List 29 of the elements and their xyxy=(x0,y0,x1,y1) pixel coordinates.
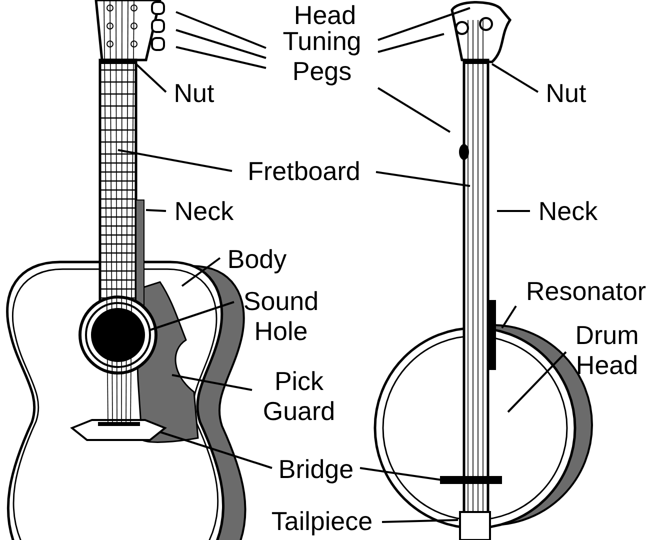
leader-line xyxy=(176,46,266,69)
part-label: Body xyxy=(220,244,294,274)
part-label: Resonator xyxy=(516,276,656,306)
leader-line xyxy=(376,171,470,187)
leader-line xyxy=(382,519,458,523)
leader-line xyxy=(491,63,539,93)
leader-line xyxy=(497,210,530,212)
leader-line xyxy=(360,467,442,481)
part-label: Tailpiece xyxy=(262,506,382,536)
part-label: Sound Hole xyxy=(234,286,328,346)
part-label: Drum Head xyxy=(566,320,648,380)
leader-line xyxy=(160,431,272,469)
part-label: Pick Guard xyxy=(252,366,346,426)
leader-line xyxy=(501,305,517,329)
leader-line xyxy=(378,33,444,53)
leader-line xyxy=(377,87,451,133)
leader-line xyxy=(135,63,167,93)
leader-line xyxy=(176,11,266,49)
part-label: Bridge xyxy=(272,454,360,484)
leader-line xyxy=(176,29,266,59)
part-label: Neck xyxy=(530,196,606,226)
part-label: Neck xyxy=(166,196,242,226)
leader-line xyxy=(118,149,232,172)
leader-line xyxy=(172,374,252,391)
leader-line xyxy=(146,209,166,212)
part-label: Fretboard xyxy=(232,156,376,186)
part-label: Nut xyxy=(166,78,222,108)
part-label: Nut xyxy=(538,78,594,108)
leader-line xyxy=(378,7,470,41)
